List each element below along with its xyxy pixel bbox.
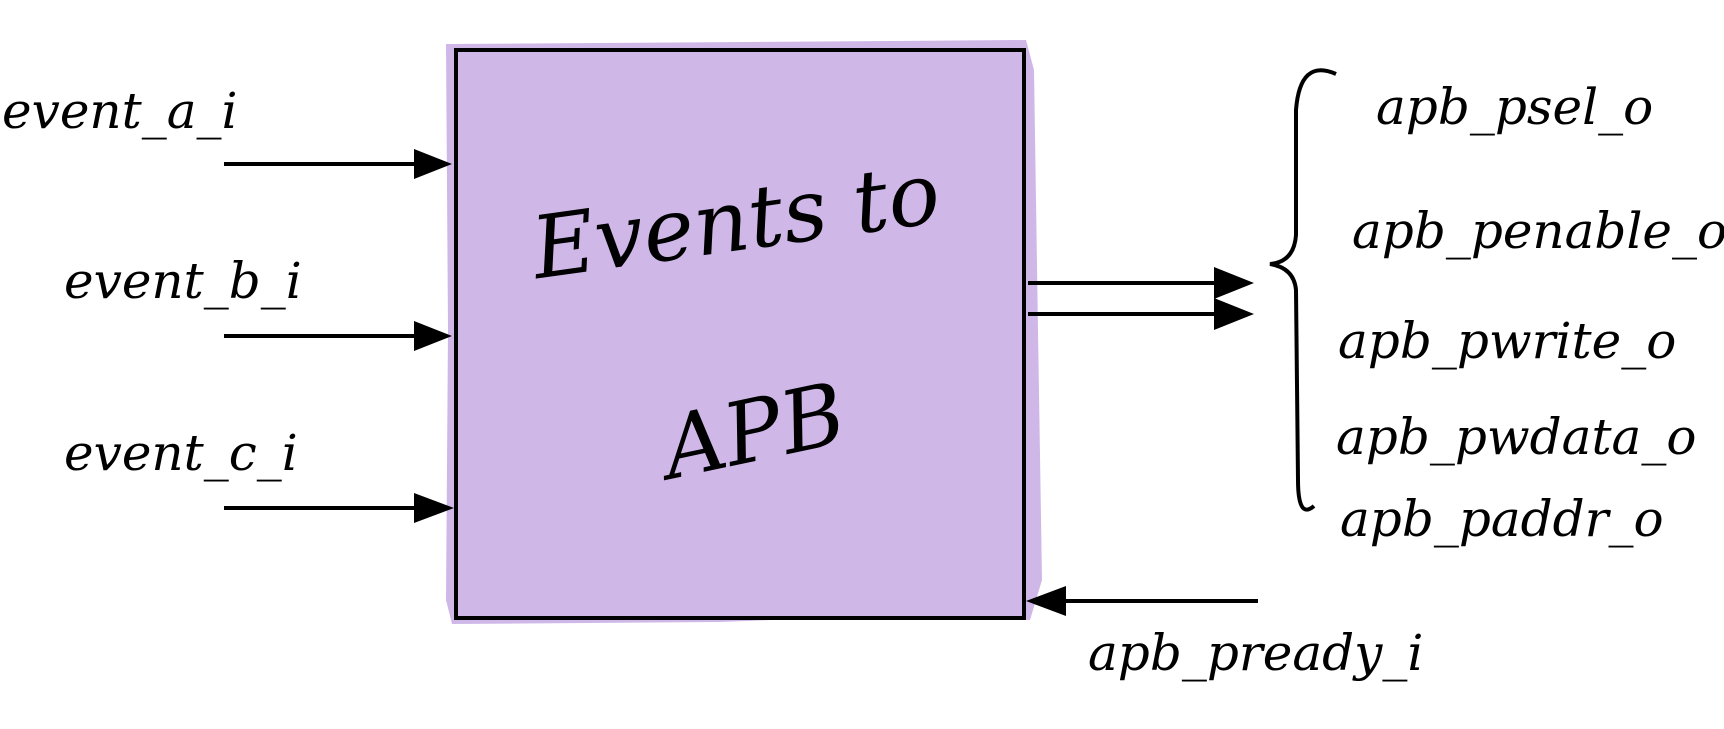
output-label-pwdata: apb_pwdata_o — [1336, 408, 1696, 466]
feedback-label-pready: apb_pready_i — [1088, 624, 1423, 682]
arrowhead-icon — [414, 321, 452, 351]
input-label-event-c: event_c_i — [64, 424, 298, 482]
output-label-psel: apb_psel_o — [1376, 78, 1653, 136]
input-arrow-event-b — [224, 321, 452, 351]
arrowhead-icon — [414, 149, 452, 179]
output-label-paddr: apb_paddr_o — [1340, 490, 1664, 548]
output-label-penable: apb_penable_o — [1352, 202, 1724, 260]
input-arrow-event-c — [224, 493, 454, 523]
output-bus-arrow — [1028, 267, 1254, 330]
events-to-apb-block — [454, 48, 1026, 620]
feedback-arrow-pready — [1026, 586, 1258, 616]
output-group-brace — [1269, 68, 1337, 512]
output-label-pwrite: apb_pwrite_o — [1338, 312, 1676, 370]
arrowhead-icon — [1214, 298, 1254, 330]
input-label-event-a: event_a_i — [2, 82, 238, 140]
arrowhead-icon — [414, 493, 454, 523]
input-arrow-event-a — [224, 149, 452, 179]
block-fill-wash — [446, 40, 1042, 624]
arrowhead-icon — [1026, 586, 1066, 616]
arrowhead-icon — [1214, 267, 1254, 299]
input-label-event-b: event_b_i — [64, 252, 302, 310]
